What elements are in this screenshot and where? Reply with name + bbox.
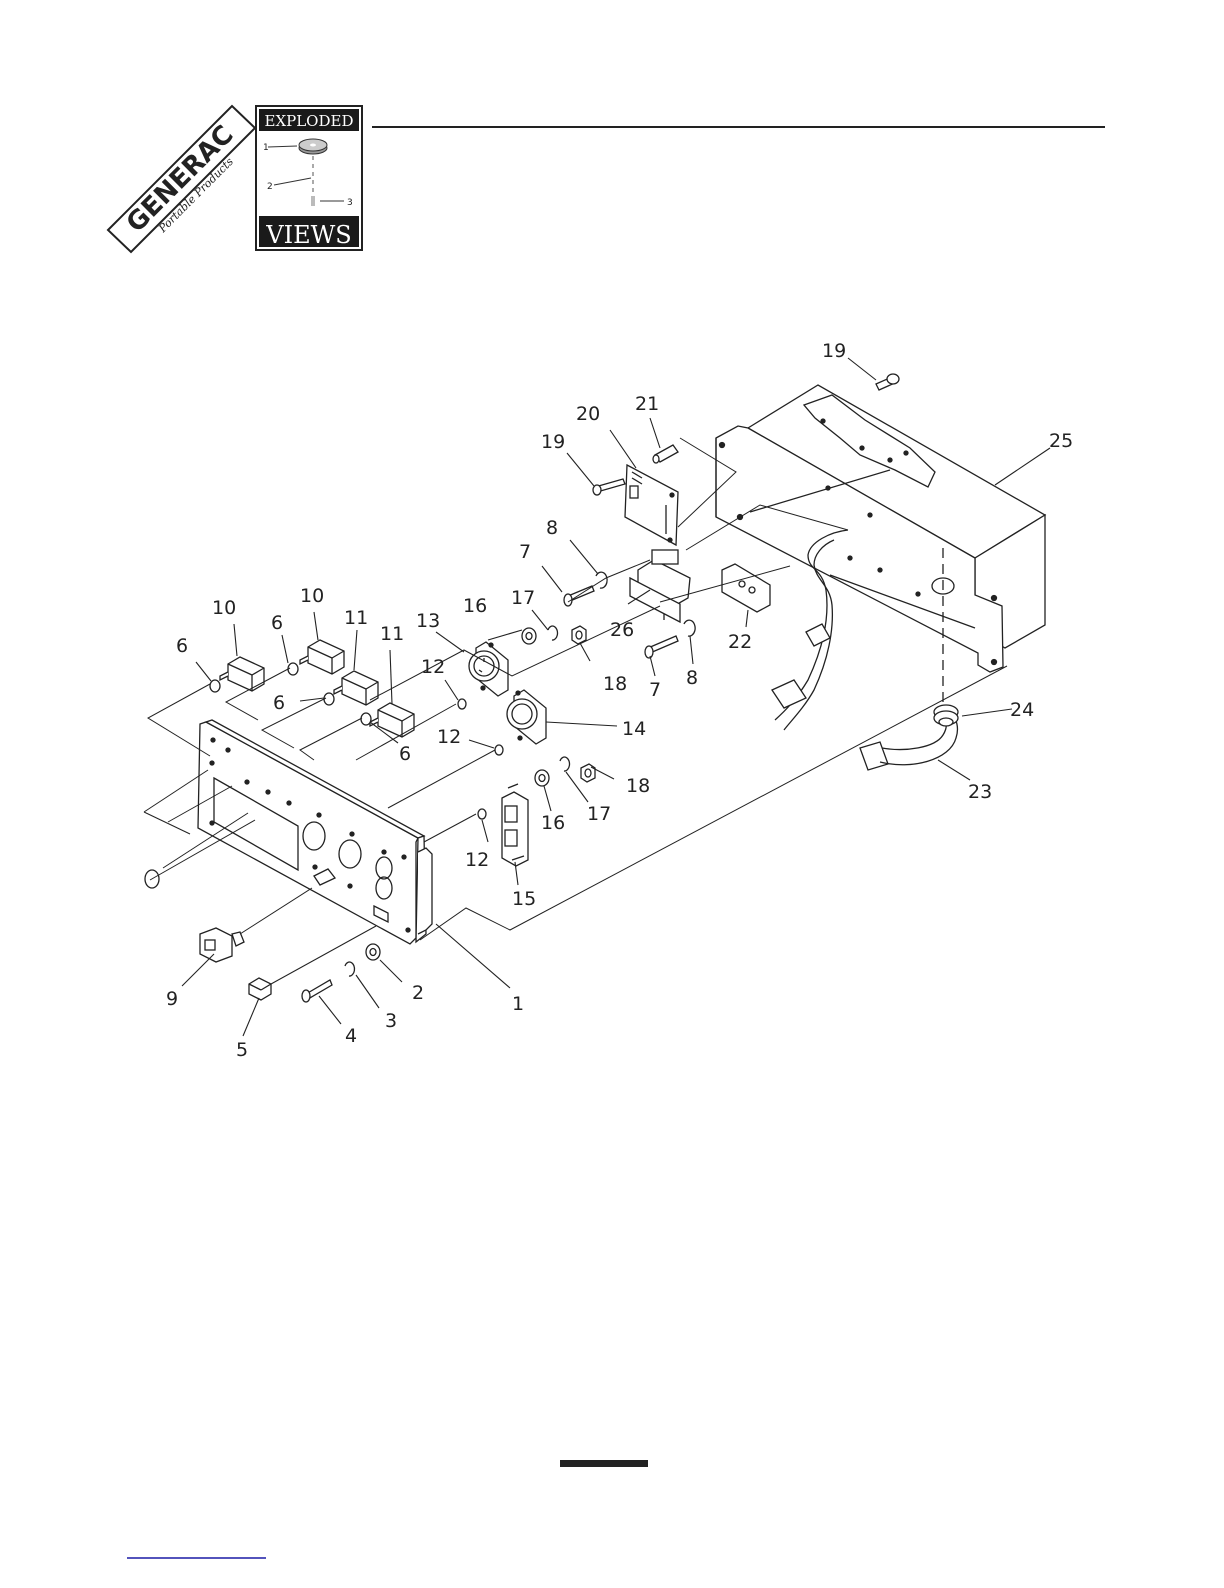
screw-7-lower <box>645 636 678 658</box>
washer-16-upper <box>522 628 536 644</box>
o-ring-12-c <box>478 809 486 819</box>
part-label: 24 <box>1010 699 1034 721</box>
fuse-holder <box>249 978 271 1000</box>
twist-lock-receptacle-14 <box>507 690 546 744</box>
nut-18-upper <box>572 626 586 644</box>
badge-mini-label-3: 3 <box>347 198 353 208</box>
part-label: 12 <box>437 726 461 748</box>
part-label: 12 <box>465 849 489 871</box>
part-label: 22 <box>728 631 752 653</box>
part-label: 6 <box>176 635 188 657</box>
part-label: 16 <box>541 812 565 834</box>
page-number-bar <box>560 1460 648 1467</box>
duplex-receptacle <box>502 784 528 866</box>
standoff <box>653 445 678 463</box>
part-label: 8 <box>686 667 698 689</box>
screw-19-top <box>876 374 899 390</box>
part-label: 5 <box>236 1039 248 1061</box>
part-label: 16 <box>463 595 487 617</box>
lock-washer-17-lower <box>560 757 570 771</box>
nut-18-lower <box>581 764 595 782</box>
control-box-housing <box>716 385 1045 712</box>
screw-4 <box>302 980 332 1002</box>
part-label: 17 <box>587 803 611 825</box>
lock-washer-17-upper <box>548 626 558 640</box>
part-label: 13 <box>416 610 440 632</box>
part-label: 21 <box>635 393 659 415</box>
part-label: 19 <box>541 431 565 453</box>
part-label: 19 <box>822 340 846 362</box>
part-label: 14 <box>622 718 646 740</box>
badge-mini-label-2: 2 <box>267 182 273 192</box>
part-label: 26 <box>610 619 634 641</box>
lock-washer-3 <box>345 962 355 976</box>
part-label: 18 <box>603 673 627 695</box>
part-label: 1 <box>512 993 524 1015</box>
badge-mini-label-1: 1 <box>263 143 269 153</box>
part-label: 20 <box>576 403 600 425</box>
circuit-breaker-10-left <box>220 657 264 691</box>
circuit-breaker-10-right <box>300 640 344 674</box>
part-label: 23 <box>968 781 992 803</box>
exploded-views-badge: EXPLODED VIEWS 1 2 3 <box>256 106 362 250</box>
washer-16-lower <box>535 770 549 786</box>
part-label: 12 <box>421 656 445 678</box>
flat-washer-2 <box>366 944 380 960</box>
part-label: 18 <box>626 775 650 797</box>
part-label: 2 <box>412 982 424 1004</box>
circuit-board <box>625 465 678 545</box>
part-label: 11 <box>344 607 368 629</box>
circuit-breaker-11-left <box>334 671 378 705</box>
o-ring-6-b <box>288 663 298 675</box>
o-ring-6-c <box>324 693 334 705</box>
part-label: 3 <box>385 1010 397 1032</box>
part-label: 6 <box>271 612 283 634</box>
circuit-breaker-11-right <box>370 703 414 737</box>
part-label: 4 <box>345 1025 357 1047</box>
part-label: 17 <box>511 587 535 609</box>
badge-bottom-word: VIEWS <box>265 221 351 249</box>
part-label: 11 <box>380 623 404 645</box>
o-ring-12-a <box>458 699 466 709</box>
o-ring-12-b <box>495 745 503 755</box>
part-label: 6 <box>399 743 411 765</box>
part-label: 6 <box>273 692 285 714</box>
part-label: 10 <box>300 585 324 607</box>
twist-lock-receptacle-13 <box>469 642 508 696</box>
screw-19-left <box>593 479 625 495</box>
part-label: 7 <box>649 679 661 701</box>
part-label: 10 <box>212 597 236 619</box>
ac-outlet-module <box>200 928 244 962</box>
grommet <box>934 705 958 726</box>
lock-washer-8-lower <box>684 620 695 636</box>
brand-name: GENERAC <box>121 120 240 239</box>
relay <box>630 550 690 622</box>
o-ring-6-a <box>210 680 220 692</box>
part-label: 15 <box>512 888 536 910</box>
brand-logo: GENERAC Portable Products <box>108 106 255 252</box>
part-label: 9 <box>166 988 178 1010</box>
part-label: 8 <box>546 517 558 539</box>
bracket <box>722 564 770 612</box>
part-label: 7 <box>519 541 531 563</box>
badge-top-word: EXPLODED <box>265 112 354 130</box>
lock-washer-8-upper <box>596 572 607 588</box>
o-ring-6-d <box>361 713 371 725</box>
part-label: 25 <box>1049 430 1073 452</box>
